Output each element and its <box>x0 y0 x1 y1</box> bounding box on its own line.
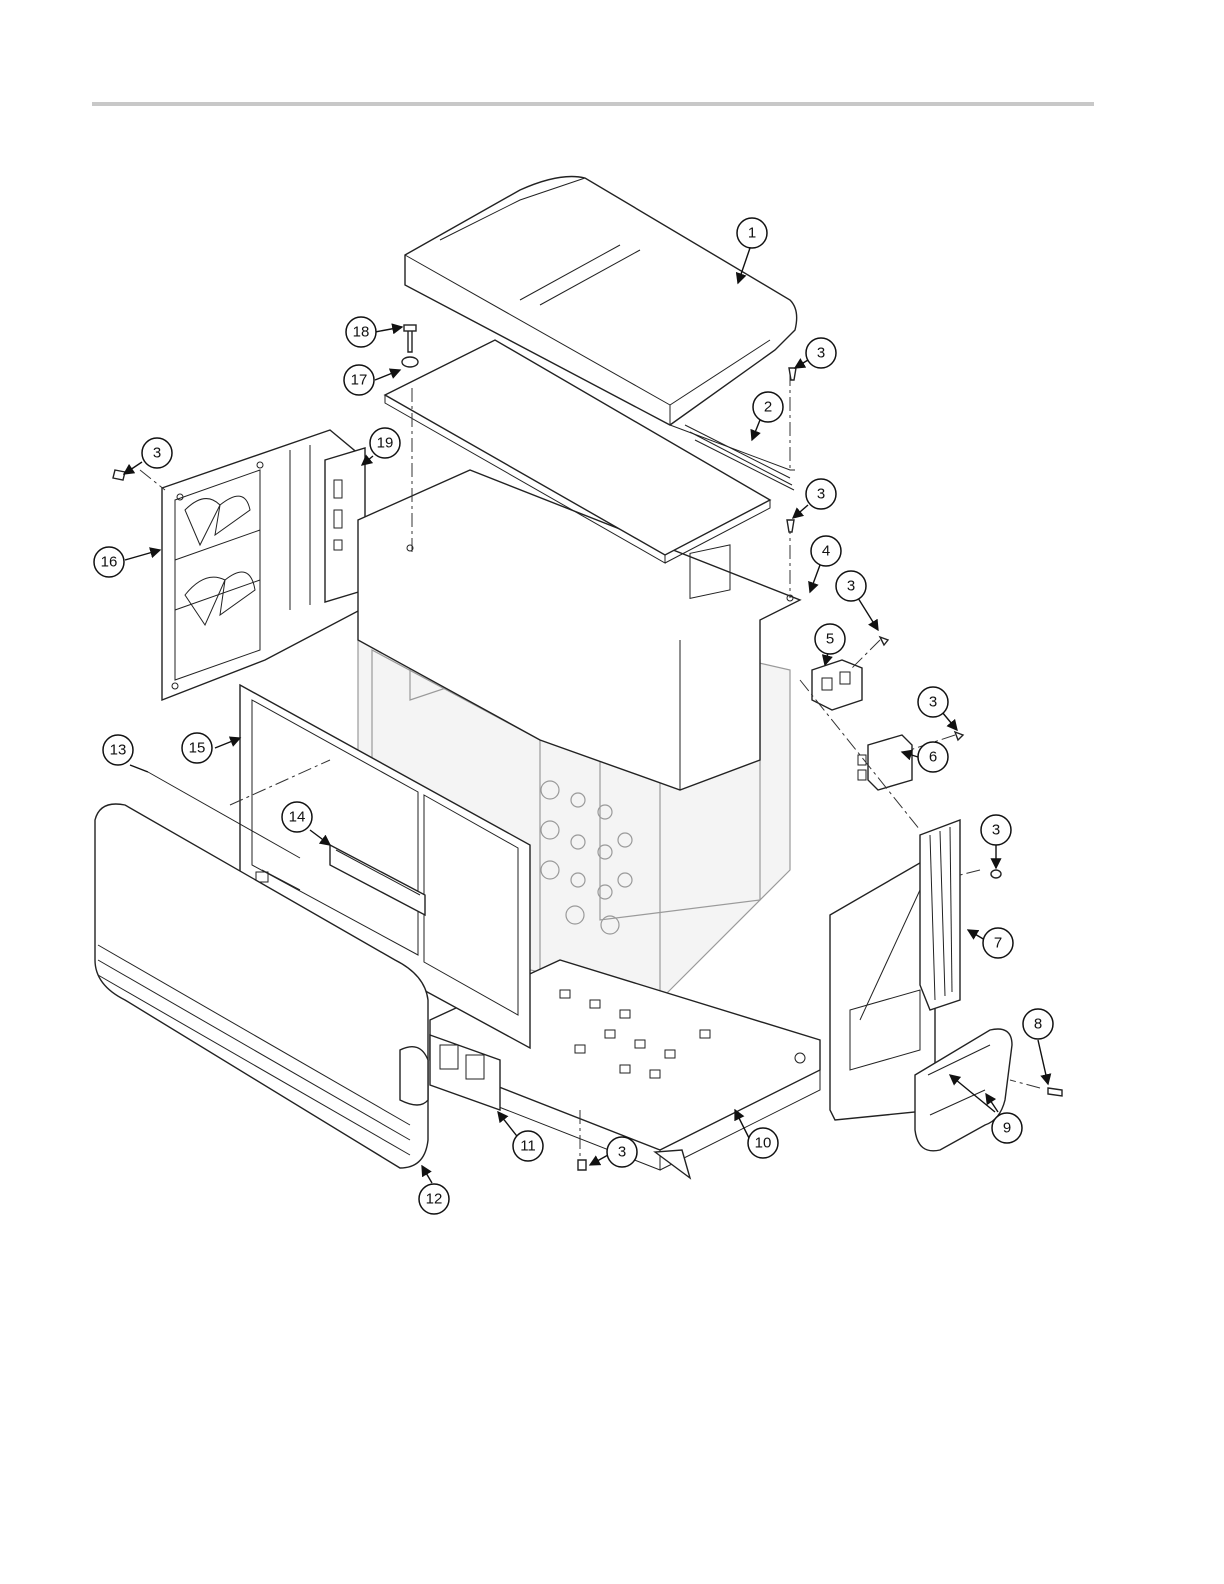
svg-text:9: 9 <box>1003 1120 1011 1137</box>
callout-3-d: 3 <box>918 687 948 717</box>
callout-10: 10 <box>748 1128 778 1158</box>
callout-3-f: 3 <box>607 1137 637 1167</box>
svg-text:19: 19 <box>377 435 394 452</box>
callout-13: 13 <box>103 735 133 765</box>
callout-8: 8 <box>1023 1009 1053 1039</box>
svg-text:17: 17 <box>351 372 368 389</box>
svg-text:3: 3 <box>817 345 825 362</box>
callout-12: 12 <box>419 1184 449 1214</box>
callout-3-g: 3 <box>142 438 172 468</box>
svg-text:3: 3 <box>153 445 161 462</box>
svg-text:14: 14 <box>289 809 306 826</box>
callout-7: 7 <box>983 928 1013 958</box>
svg-text:3: 3 <box>817 486 825 503</box>
svg-text:1: 1 <box>748 225 756 242</box>
callout-3-a: 3 <box>806 338 836 368</box>
callout-3-b: 3 <box>806 479 836 509</box>
svg-text:6: 6 <box>929 749 937 766</box>
callout-14: 14 <box>282 802 312 832</box>
svg-text:11: 11 <box>520 1138 536 1155</box>
callout-5: 5 <box>815 624 845 654</box>
svg-text:7: 7 <box>994 935 1002 952</box>
callout-19: 19 <box>370 428 400 458</box>
svg-text:18: 18 <box>353 324 370 341</box>
svg-text:3: 3 <box>992 822 1000 839</box>
svg-text:13: 13 <box>110 742 127 759</box>
callout-3-c: 3 <box>836 571 866 601</box>
callout-17: 17 <box>344 365 374 395</box>
callout-11: 11 <box>513 1131 543 1161</box>
svg-text:15: 15 <box>189 740 206 757</box>
callout-18: 18 <box>346 317 376 347</box>
svg-text:8: 8 <box>1034 1016 1042 1033</box>
callout-9: 9 <box>992 1113 1022 1143</box>
svg-text:5: 5 <box>826 631 834 648</box>
svg-text:3: 3 <box>847 578 855 595</box>
callout-15: 15 <box>182 733 212 763</box>
callout-6: 6 <box>918 742 948 772</box>
svg-text:16: 16 <box>101 554 118 571</box>
svg-text:10: 10 <box>755 1135 772 1152</box>
callout-4: 4 <box>811 536 841 566</box>
callout-3-e: 3 <box>981 815 1011 845</box>
callout-2: 2 <box>753 392 783 422</box>
svg-text:2: 2 <box>764 399 772 416</box>
svg-text:3: 3 <box>618 1144 626 1161</box>
power-switch-bracket <box>812 660 862 710</box>
svg-text:3: 3 <box>929 694 937 711</box>
callout-1: 1 <box>737 218 767 248</box>
svg-text:4: 4 <box>822 543 830 560</box>
callout-16: 16 <box>94 547 124 577</box>
svg-text:12: 12 <box>426 1191 443 1208</box>
